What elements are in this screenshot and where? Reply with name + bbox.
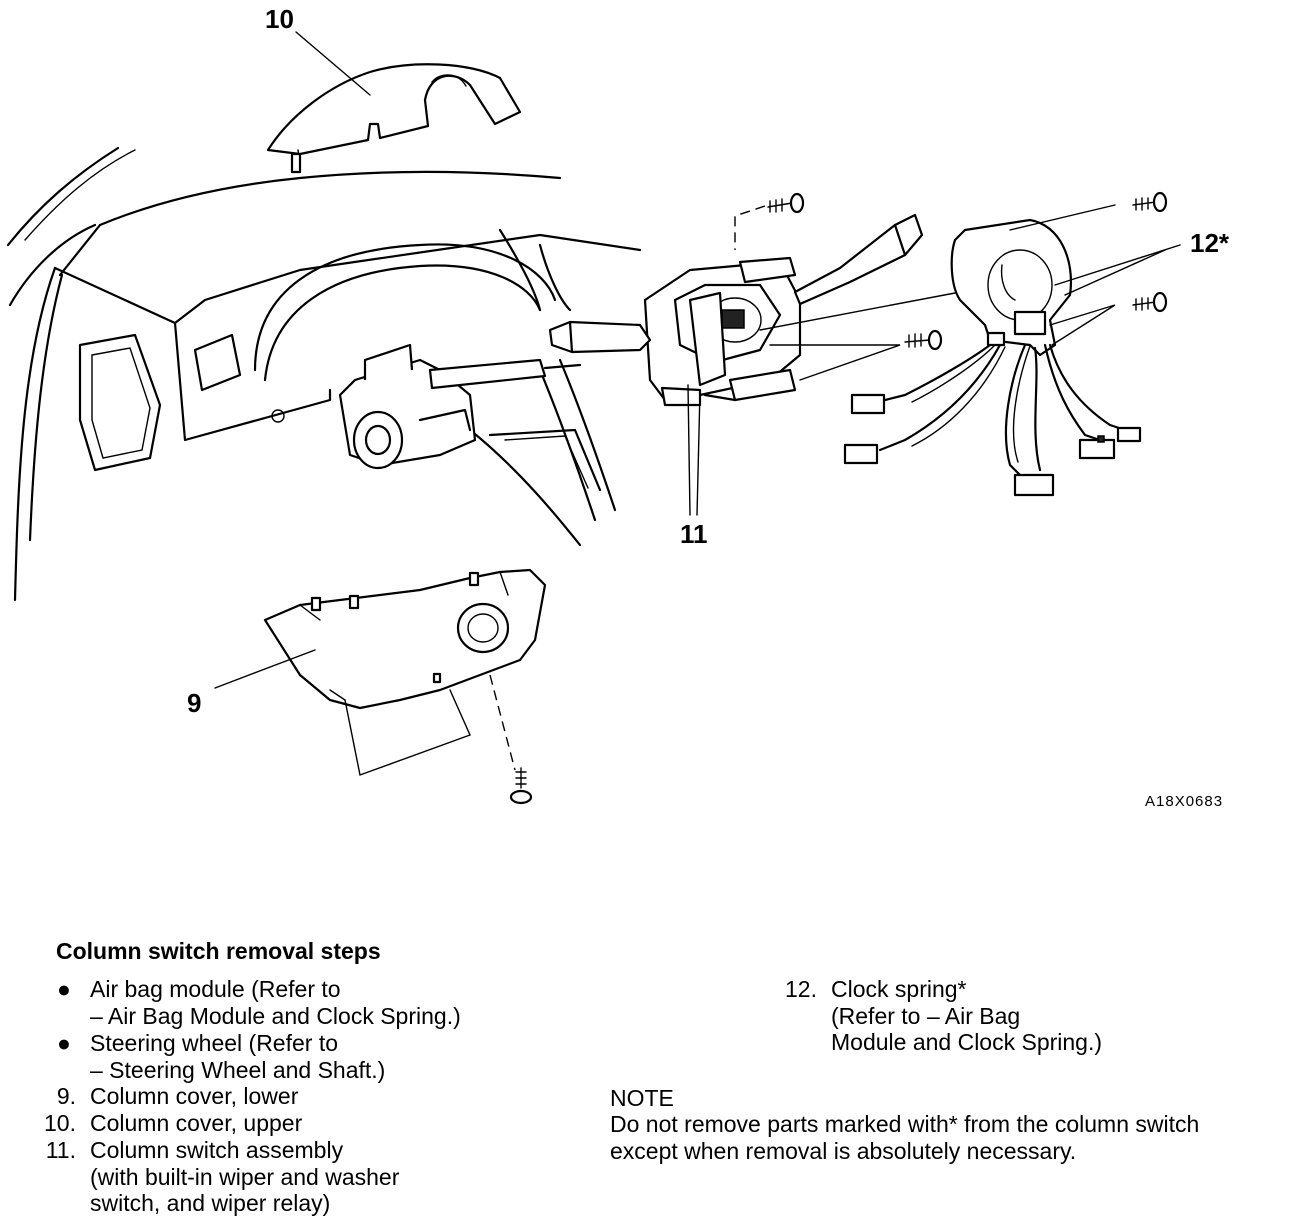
step-line: Clock spring*	[831, 976, 967, 1002]
leader-lines	[214, 31, 1181, 689]
callout-12: 12*	[1190, 228, 1230, 258]
note-title: NOTE	[610, 1085, 674, 1111]
step-line: Module and Clock Spring.)	[831, 1029, 1103, 1055]
step-line: Column cover, lower	[90, 1083, 299, 1109]
switch-guide-lines	[734, 205, 956, 381]
step-line: Column switch assembly	[90, 1137, 344, 1163]
column-cover-lower	[263, 568, 547, 776]
column-cover-upper	[266, 63, 522, 174]
steps-title: Column switch removal steps	[56, 938, 381, 964]
screw-icon	[1132, 191, 1168, 213]
step-number: 11.	[45, 1137, 76, 1163]
column-switch-assembly	[548, 213, 924, 407]
screw-icon	[904, 329, 943, 351]
callout-9: 9	[187, 688, 201, 718]
bullet-icon: ●	[57, 1030, 71, 1056]
step-line: – Steering Wheel and Shaft.)	[90, 1056, 386, 1083]
dashboard-outline	[6, 146, 642, 602]
note-line: except when removal is absolutely necess…	[610, 1138, 1077, 1164]
step-line: Column cover, upper	[90, 1110, 303, 1136]
callout-11: 11	[680, 519, 708, 549]
step-line: switch, and wiper relay)	[90, 1190, 331, 1216]
step-line: – Air Bag Module and Clock Spring.)	[90, 1002, 461, 1029]
step-line: (with built-in wiper and washer	[90, 1163, 400, 1190]
exploded-diagram: 10 12* 11 9 A18X0683	[6, 4, 1230, 810]
callout-10: 10	[265, 4, 294, 34]
step-number: 12.	[785, 976, 817, 1002]
bullet-icon: ●	[57, 976, 71, 1002]
screw-icon	[767, 192, 805, 214]
step-line: Steering wheel (Refer to	[90, 1030, 339, 1056]
note-line: Do not remove parts marked with* from th…	[610, 1111, 1200, 1137]
step-number: 9.	[56, 1083, 76, 1109]
step-line: Air bag module (Refer to	[90, 976, 341, 1002]
steering-column	[338, 343, 582, 470]
note-body: Do not remove parts marked with* from th…	[610, 1111, 1199, 1165]
figure-reference-code: A18X0683	[1145, 793, 1223, 810]
screw-icon	[1132, 291, 1168, 313]
step-line: (Refer to – Air Bag	[831, 1002, 1021, 1029]
screw-icon	[509, 767, 533, 805]
step-number: 10.	[44, 1110, 76, 1136]
clock-spring	[843, 204, 1166, 497]
